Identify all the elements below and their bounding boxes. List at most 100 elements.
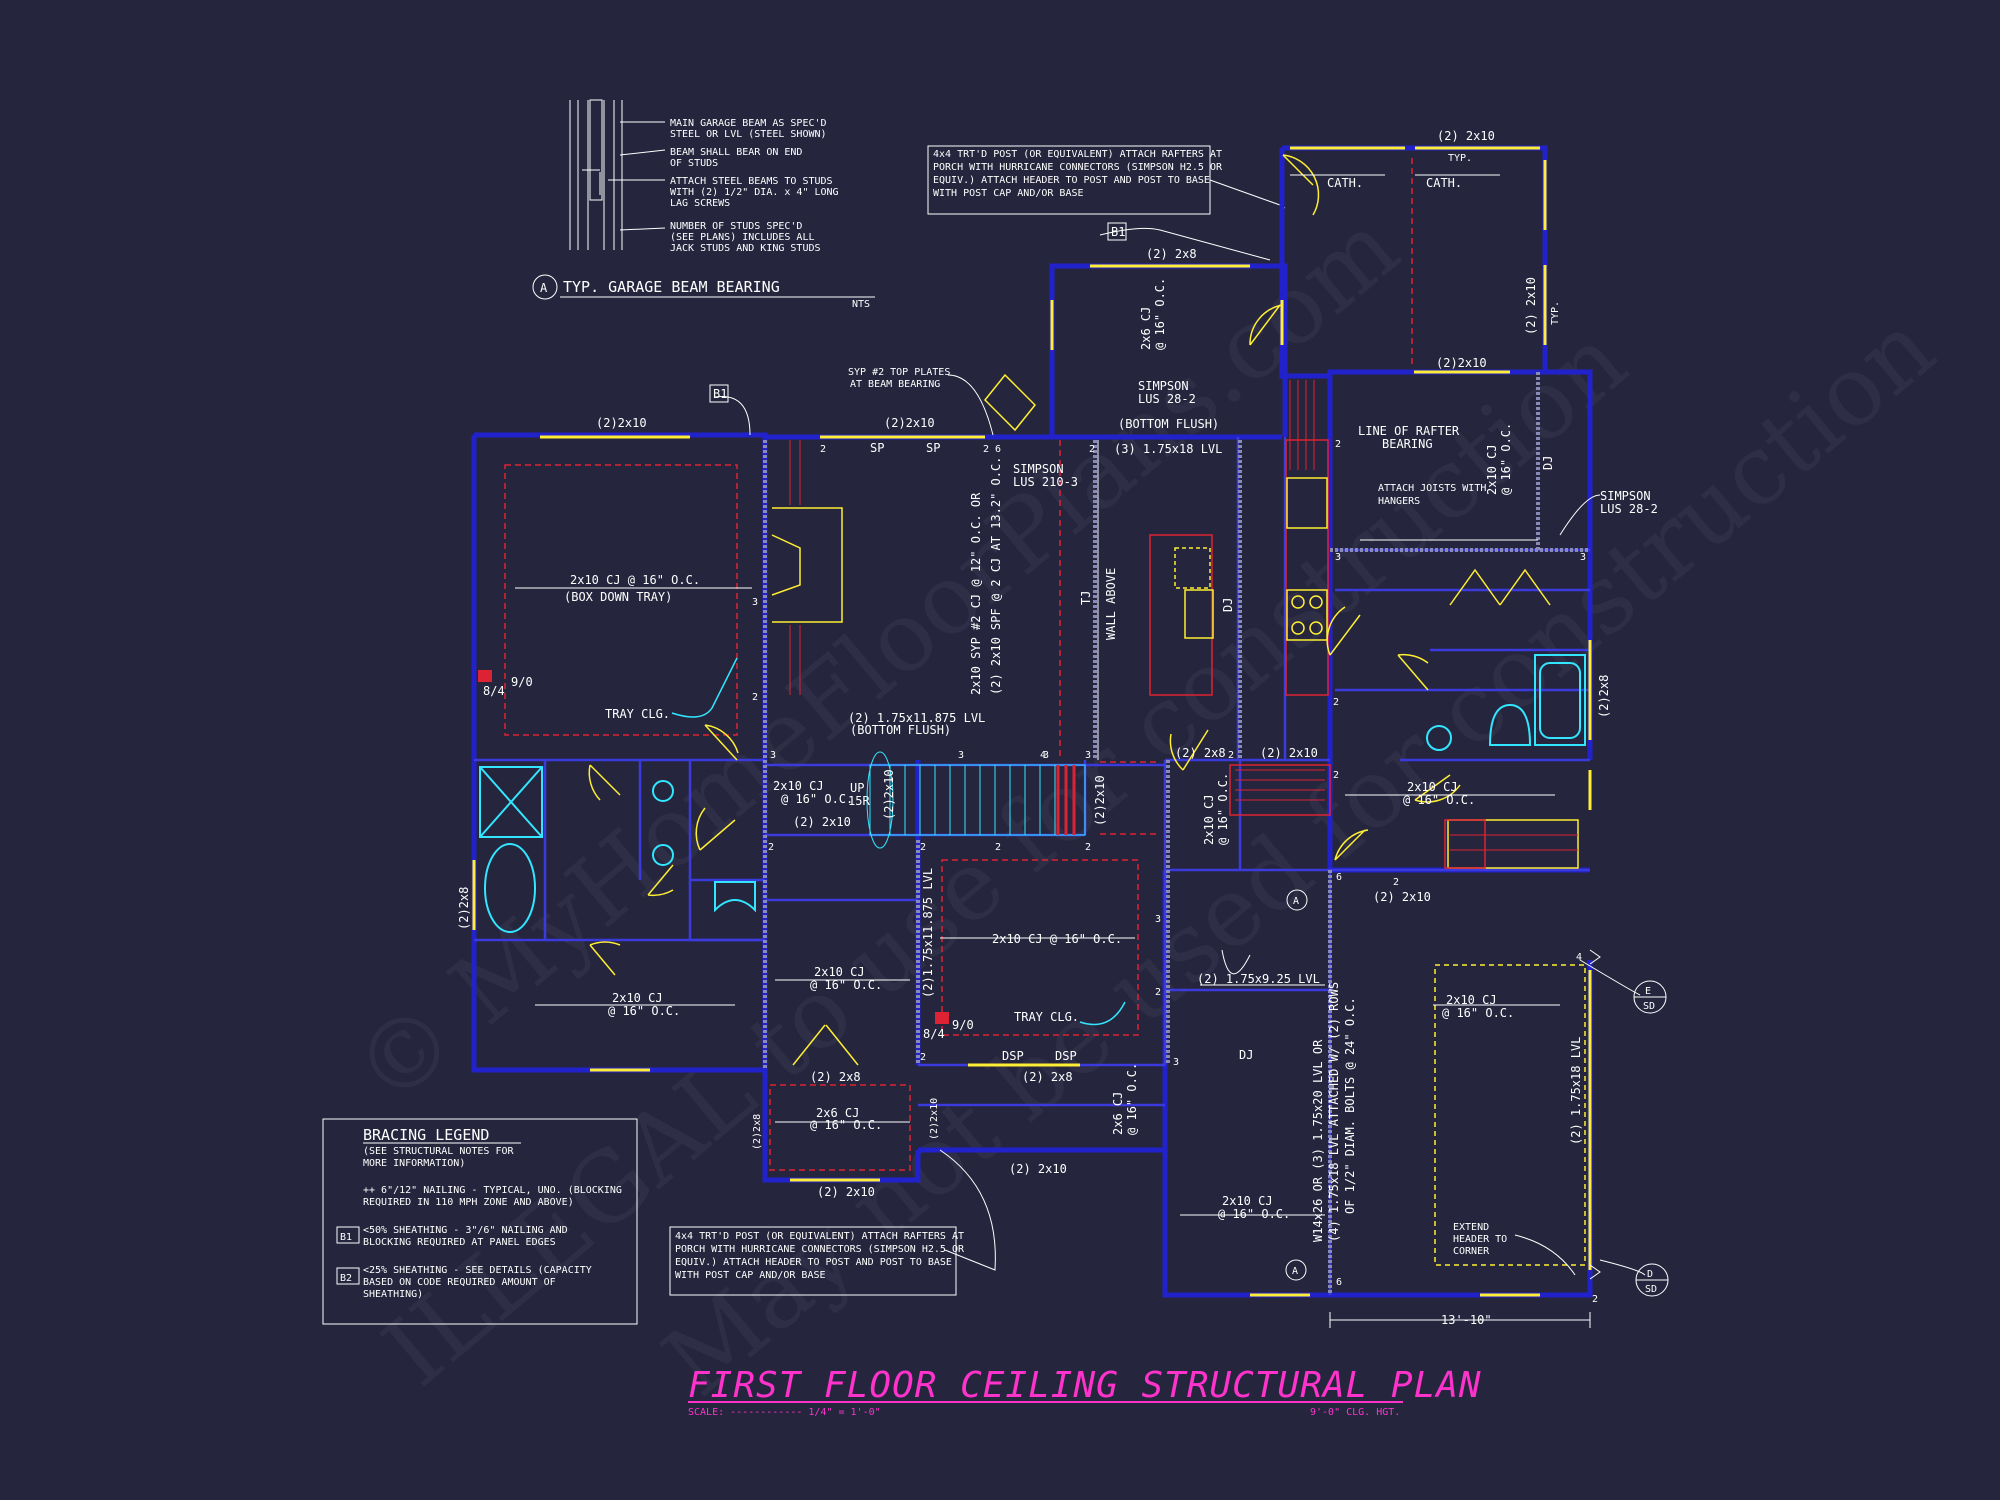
label-hdr-2x10-foyer-bot: (2) 2x10 bbox=[817, 1185, 875, 1199]
label-hdr-2x10-b: (2)2x10 bbox=[884, 416, 935, 430]
window-headers bbox=[472, 146, 1592, 1297]
bracing-item-2-line-2: BLOCKING REQUIRED AT PANEL EDGES bbox=[363, 1237, 556, 1248]
label-lvl-garage-right: (2) 1.75x18 LVL bbox=[1569, 1037, 1583, 1145]
bearing-count-label: 2 bbox=[1085, 842, 1091, 853]
bearing-count-label: 2 bbox=[768, 842, 774, 853]
bearing-count-label: 3 bbox=[752, 597, 758, 608]
label-section-d-sd: SD bbox=[1645, 1284, 1657, 1295]
label-front-cj-v-2: @ 16" O.C. bbox=[1125, 1063, 1139, 1135]
label-attach-joists-2: HANGERS bbox=[1378, 496, 1420, 507]
label-pantry-cj-2: @ 16" O.C. bbox=[1216, 773, 1230, 845]
bracing-item-3-line-2: BASED ON CODE REQUIRED AMOUNT OF bbox=[363, 1277, 556, 1288]
porch-note-top-leader bbox=[1209, 179, 1286, 209]
bracing-item-1-line-2: REQUIRED IN 110 MPH ZONE AND ABOVE) bbox=[363, 1197, 574, 1208]
plan-scale: SCALE: ------------ 1/4" = 1'-0" bbox=[688, 1407, 881, 1418]
label-right-cj-2: @ 16" O.C. bbox=[1499, 423, 1513, 495]
bearing-count-label: 4 bbox=[1040, 750, 1046, 761]
label-extend-1: EXTEND bbox=[1453, 1222, 1489, 1233]
label-hdr-2x8-right-v: (2)2x8 bbox=[1597, 675, 1611, 718]
label-hdr-2x10-front: (2) 2x10 bbox=[1009, 1162, 1067, 1176]
bearing-count-label: 4 bbox=[1576, 952, 1582, 963]
label-pantry-cj-1: 2x10 CJ bbox=[1202, 794, 1216, 845]
section-markers bbox=[709, 222, 1669, 1297]
label-hdr-2x8-master-v: (2)2x8 bbox=[457, 887, 471, 930]
label-cath-left: CATH. bbox=[1327, 176, 1363, 190]
label-extend-3: CORNER bbox=[1453, 1246, 1490, 1257]
beam-note-3c: LAG SCREWS bbox=[670, 198, 730, 209]
label-garage-cj-right-2: @ 16" O.C. bbox=[1442, 1006, 1514, 1020]
bearing-count-label: 2 bbox=[1333, 770, 1339, 781]
label-great-room-cj-1: 2x10 SYP #2 CJ @ 12" O.C. OR bbox=[969, 492, 983, 695]
bracing-b2-tag-box bbox=[336, 1267, 360, 1285]
label-hdr-2x10-a1: (2) 2x10 bbox=[1373, 890, 1431, 904]
label-lvl-stair-2: (BOTTOM FLUSH) bbox=[850, 723, 951, 737]
label-15r: 15R bbox=[848, 794, 870, 808]
label-master-cj-1: 2x10 CJ @ 16" O.C. bbox=[570, 573, 700, 587]
label-a-marker-1: A bbox=[1293, 896, 1299, 907]
label-typ-top: TYP. bbox=[1448, 153, 1472, 164]
kitchen-fixtures bbox=[1149, 439, 1579, 869]
label-simpson-210-2: LUS 210-3 bbox=[1013, 475, 1078, 489]
beam-note-1a: MAIN GARAGE BEAM AS SPEC'D bbox=[670, 118, 827, 129]
label-attach-joists-1: ATTACH JOISTS WITH bbox=[1378, 483, 1486, 494]
label-garage-cj-left-1: 2x10 CJ bbox=[1222, 1194, 1273, 1208]
bearing-count-label: 2 bbox=[1393, 877, 1399, 888]
door-swings bbox=[588, 154, 1551, 1066]
label-hdr-2x8-foyer-v1: (2)2x8 bbox=[752, 1114, 763, 1150]
bearing-count-label: 3 bbox=[958, 750, 964, 761]
porch-note-bottom-1: 4x4 TRT'D POST (OR EQUIVALENT) ATTACH RA… bbox=[675, 1231, 964, 1242]
label-simpson-right-1: SIMPSON bbox=[1600, 489, 1651, 503]
label-garage-cj-left-2: @ 16" O.C. bbox=[1218, 1207, 1290, 1221]
bearing-count-label: 2 bbox=[1592, 1294, 1598, 1305]
bracing-item-2-line-1: <50% SHEATHING - 3"/6" NAILING AND bbox=[363, 1225, 568, 1236]
beam-note-4b: (SEE PLANS) INCLUDES ALL bbox=[670, 232, 815, 243]
bracing-item-2-tag: B1 bbox=[340, 1232, 352, 1243]
bearing-count-label: 2 bbox=[983, 444, 989, 455]
label-simpson-right-2: LUS 28-2 bbox=[1600, 502, 1658, 516]
label-hdr-2x10-stair-v2: (2)2x10 bbox=[1093, 775, 1107, 826]
plan-title: FIRST FLOOR CEILING STRUCTURAL PLAN bbox=[688, 1365, 1482, 1406]
bearing-count-label: 2 bbox=[1089, 444, 1095, 455]
garage-beam-detail bbox=[532, 99, 875, 300]
bearing-count-label: 3 bbox=[1155, 914, 1161, 925]
bracing-item-3-line-3: SHEATHING) bbox=[363, 1289, 423, 1300]
bearing-count-label: 3 bbox=[1580, 552, 1586, 563]
label-simpson-top-2: LUS 28-2 bbox=[1138, 392, 1196, 406]
bracing-legend-subtitle-2: MORE INFORMATION) bbox=[363, 1158, 465, 1169]
beam-note-4a: NUMBER OF STUDS SPEC'D bbox=[670, 221, 802, 232]
label-line-rafter-2: BEARING bbox=[1382, 437, 1433, 451]
label-hdr-2x8-foyer: (2) 2x8 bbox=[1022, 1070, 1073, 1084]
label-syp-1: SYP #2 TOP PLATES bbox=[848, 367, 950, 378]
label-lvl-stair-1: (2) 1.75x11.875 LVL bbox=[848, 711, 985, 725]
bearing-count-label: 2 bbox=[1228, 750, 1234, 761]
label-hall-cj-2: @ 16" O.C. bbox=[810, 978, 882, 992]
label-hdr-2x8-front: (2) 2x8 bbox=[810, 1070, 861, 1084]
label-dj-garage: DJ bbox=[1239, 1048, 1253, 1062]
label-cath-right: CATH. bbox=[1426, 176, 1462, 190]
beam-detail-title: TYP. GARAGE BEAM BEARING bbox=[563, 278, 780, 296]
beam-note-4c: JACK STUDS AND KING STUDS bbox=[670, 243, 821, 254]
bearing-count-label: 2 bbox=[920, 842, 926, 853]
label-hdr-2x10-right-v: (2) 2x10 bbox=[1524, 277, 1538, 335]
label-a-marker-2: A bbox=[1292, 1266, 1298, 1277]
bearing-count-label: 3 bbox=[1173, 1057, 1179, 1068]
label-garage-beam-2: (4) 1.75x18 LVL ATTACHED W/ (2) ROWS bbox=[1327, 982, 1341, 1242]
porch-note-bottom-3: EQUIV.) ATTACH HEADER TO POST AND POST T… bbox=[675, 1257, 952, 1268]
label-garage-beam-1: W14x26 OR (3) 1.75x20 LVL OR bbox=[1311, 1039, 1325, 1242]
label-sp1: SP bbox=[870, 441, 884, 455]
beam-note-2b: OF STUDS bbox=[670, 158, 718, 169]
label-dsp2: DSP bbox=[1055, 1049, 1077, 1063]
porch-note-top-1: 4x4 TRT'D POST (OR EQUIVALENT) ATTACH RA… bbox=[933, 149, 1222, 160]
porch-note-bottom-2: PORCH WITH HURRICANE CONNECTORS (SIMPSON… bbox=[675, 1244, 965, 1255]
beam-note-1b: STEEL OR LVL (STEEL SHOWN) bbox=[670, 129, 827, 140]
label-stair-cj-1: 2x10 CJ bbox=[773, 779, 824, 793]
porch-note-top-3: EQUIV.) ATTACH HEADER TO POST AND POST T… bbox=[933, 175, 1210, 186]
cyan-leaders bbox=[671, 657, 1126, 1026]
bracing-b1-tag-box bbox=[336, 1226, 360, 1244]
label-hdr-2x10-top: (2) 2x10 bbox=[1437, 129, 1495, 143]
joist-arrows bbox=[515, 174, 1591, 1328]
label-hdr-2x10-stair-v: (2)2x10 bbox=[882, 769, 896, 820]
label-hdr-2x8-foyer-v2: (2)2x10 bbox=[929, 1098, 940, 1140]
label-closet-cj-2: @ 16" O.C. bbox=[608, 1004, 680, 1018]
label-foyer-cj-2: @ 16" O.C. bbox=[810, 1118, 882, 1132]
